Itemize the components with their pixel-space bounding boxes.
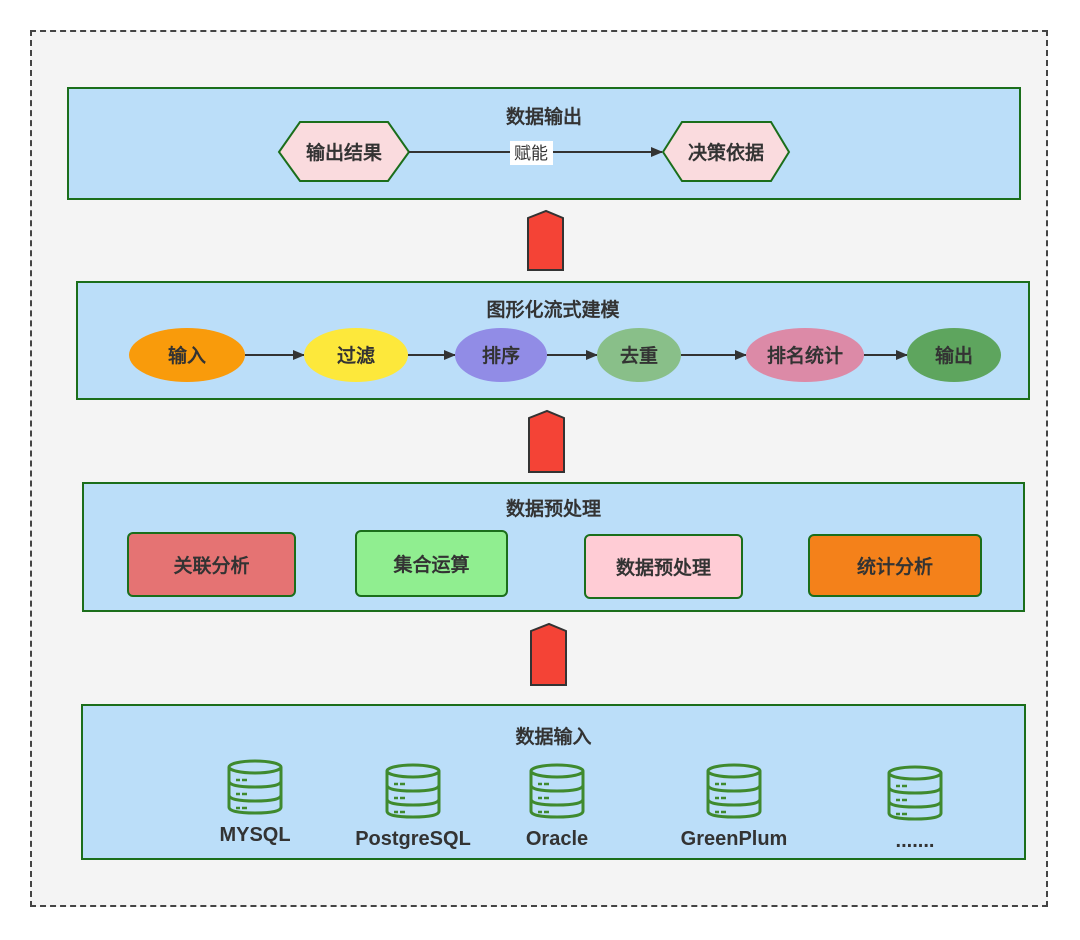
data-source-item: ....... [845,764,985,853]
data-source-item: GreenPlum [664,762,804,851]
flow-node-label: 去重 [620,344,658,367]
output-layer: 数据输出 输出结果 赋能 决策依据 [67,87,1021,200]
output-flow: 输出结果 赋能 决策依据 [277,121,791,182]
flow-node-label: 排名统计 [767,344,843,367]
flow-node-filter [304,328,408,382]
modeling-layer-title: 图形化流式建模 [486,299,620,321]
flow-node-input [129,328,245,382]
flow-node-rank-stats [746,328,864,382]
data-source-label: ....... [895,830,935,852]
target-node-hexagon [661,121,791,182]
flow-node-label: 排序 [482,344,520,367]
flow-node-sort [455,328,547,382]
preprocess-box-set-operation: 集合运算 [355,530,508,597]
output-layer-title: 数据输出 [505,106,582,128]
preprocess-box-preprocessing: 数据预处理 [584,534,743,599]
data-source-label: GreenPlum [680,828,788,850]
input-layer-title: 数据输入 [515,726,592,748]
modeling-layer: 图形化流式建模 输入 过滤 排序 去重 排名统计 输出 [76,281,1030,400]
flow-node-label: 过滤 [337,345,375,367]
database-icon [706,763,762,819]
preprocess-box-association: 关联分析 [127,532,296,597]
flow-node-label: 输出 [935,344,973,367]
data-source-label: Oracle [525,828,589,850]
edge-label: 赋能 [514,144,548,164]
up-arrow [526,209,566,272]
data-source-item: MYSQL [185,758,325,847]
database-icon [887,765,943,821]
up-arrow [527,409,567,474]
flow-node-dedup [597,328,681,382]
data-source-label: PostgreSQL [355,828,471,850]
preprocess-layer-title: 数据预处理 [505,498,601,520]
source-node-label: 输出结果 [306,141,382,164]
data-source-item: PostgreSQL [343,762,483,851]
modeling-flow: 输入 过滤 排序 去重 排名统计 输出 [129,328,1001,382]
preprocess-layer: 数据预处理 关联分析 集合运算 数据预处理 统计分析 [82,482,1025,612]
data-source-label: MYSQL [219,824,291,846]
database-icon [529,763,585,819]
database-icon [227,759,283,815]
input-layer: 数据输入 MYSQL PostgreSQL Oracle GreenPlum.....… [81,704,1026,860]
target-node-label: 决策依据 [688,141,764,164]
data-source-item: Oracle [487,762,627,851]
database-icon [385,763,441,819]
flow-node-label: 输入 [168,344,206,367]
up-arrow [529,622,569,687]
preprocess-box-statistics: 统计分析 [808,534,982,597]
flow-node-output [907,328,1001,382]
